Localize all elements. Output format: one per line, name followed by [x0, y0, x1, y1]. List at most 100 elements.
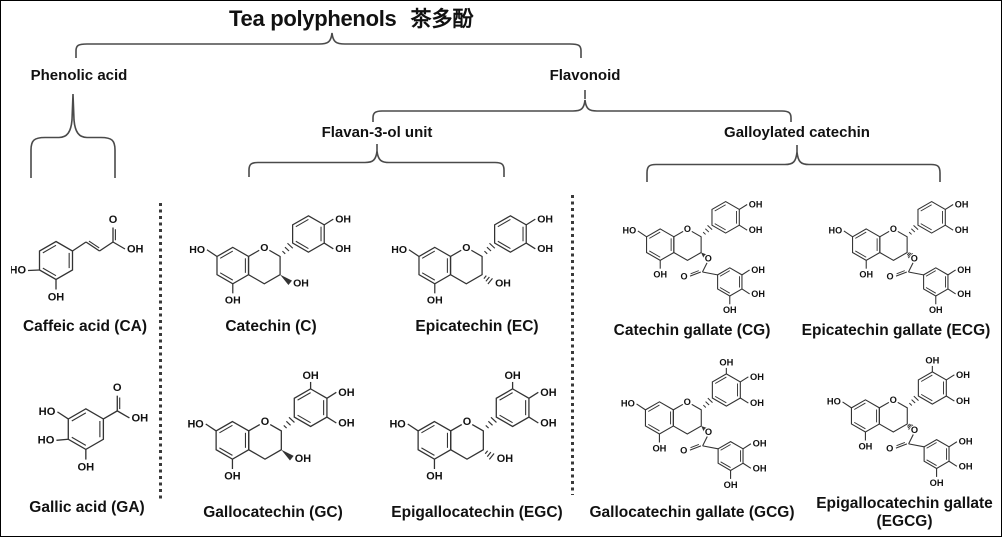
- svg-text:O: O: [113, 382, 122, 394]
- svg-text:OH: OH: [48, 292, 65, 304]
- diagram-title: Tea polyphenols 茶多酚: [229, 3, 473, 33]
- svg-text:OH: OH: [131, 413, 148, 425]
- dotted-separator-right: [571, 195, 574, 495]
- svg-text:O: O: [911, 425, 918, 435]
- svg-text:OH: OH: [293, 278, 309, 290]
- svg-text:OH: OH: [724, 480, 738, 490]
- molecule-label-ca: Caffeic acid (CA): [22, 318, 148, 335]
- svg-text:O: O: [684, 397, 691, 407]
- molecule-label-ecg: Epicatechin gallate (ECG): [801, 322, 991, 339]
- brace-flavan-3-ol: [248, 144, 505, 177]
- svg-text:OH: OH: [749, 199, 763, 209]
- svg-text:OH: OH: [652, 443, 666, 453]
- svg-text:OH: OH: [723, 305, 737, 315]
- svg-text:OH: OH: [426, 470, 442, 482]
- svg-text:OH: OH: [537, 213, 553, 225]
- svg-text:HO: HO: [389, 418, 405, 430]
- svg-text:OH: OH: [955, 199, 969, 209]
- svg-text:OH: OH: [753, 463, 767, 473]
- svg-text:OH: OH: [335, 213, 351, 225]
- svg-text:O: O: [911, 254, 918, 264]
- svg-text:O: O: [109, 214, 118, 226]
- molecule-label-ec: Epicatechin (EC): [415, 318, 539, 335]
- svg-text:OH: OH: [859, 269, 873, 279]
- svg-text:OH: OH: [497, 453, 513, 465]
- svg-text:HO: HO: [623, 226, 637, 236]
- brace-phenolic-acid: [30, 93, 116, 178]
- sub-label-flavan-3-ol-unit: Flavan-3-ol unit: [321, 124, 433, 141]
- branch-label-flavonoid: Flavonoid: [549, 67, 621, 84]
- svg-text:OH: OH: [225, 294, 241, 306]
- dotted-separator-left: [159, 203, 162, 499]
- sub-label-galloylated-catechin: Galloylated catechin: [724, 124, 870, 141]
- svg-text:OH: OH: [77, 462, 94, 474]
- svg-text:HO: HO: [11, 265, 26, 277]
- svg-text:OH: OH: [750, 372, 764, 382]
- svg-text:OH: OH: [335, 243, 351, 255]
- svg-text:O: O: [680, 271, 687, 281]
- molecule-label-egcg: Epigallocatechin gallate (EGCG): [816, 495, 993, 530]
- svg-text:OH: OH: [338, 387, 354, 399]
- svg-text:OH: OH: [930, 478, 944, 488]
- svg-text:HO: HO: [621, 399, 635, 409]
- svg-text:OH: OH: [302, 370, 318, 382]
- svg-text:O: O: [890, 224, 897, 234]
- svg-text:HO: HO: [829, 226, 843, 236]
- svg-text:HO: HO: [187, 418, 203, 430]
- svg-text:OH: OH: [295, 453, 311, 465]
- svg-text:OH: OH: [751, 265, 765, 275]
- svg-text:OH: OH: [427, 294, 443, 306]
- svg-text:OH: OH: [956, 370, 970, 380]
- svg-text:OH: OH: [753, 439, 767, 449]
- svg-text:OH: OH: [540, 417, 556, 429]
- molecule-label-ga: Gallic acid (GA): [29, 499, 145, 516]
- svg-text:OH: OH: [495, 278, 511, 290]
- svg-text:OH: OH: [224, 470, 240, 482]
- svg-text:O: O: [684, 224, 691, 234]
- svg-text:O: O: [886, 271, 893, 281]
- svg-text:OH: OH: [749, 225, 763, 235]
- structure-catechin: OH OH O HO OH OH: [189, 213, 351, 306]
- structure-gallocatechin: OH OH OH O HO OH OH: [187, 370, 354, 482]
- svg-text:HO: HO: [189, 244, 205, 256]
- svg-text:OH: OH: [338, 417, 354, 429]
- classification-braces: [30, 32, 941, 182]
- svg-text:O: O: [462, 242, 470, 254]
- svg-text:OH: OH: [925, 355, 939, 365]
- brace-top: [75, 32, 582, 58]
- svg-text:OH: OH: [959, 437, 973, 447]
- svg-text:OH: OH: [959, 461, 973, 471]
- svg-text:O: O: [463, 416, 471, 428]
- svg-text:OH: OH: [750, 398, 764, 408]
- molecule-label-c: Catechin (C): [225, 318, 317, 335]
- svg-text:OH: OH: [127, 244, 144, 256]
- structure-caffeic-acid: HO OH O OH: [11, 214, 144, 304]
- title-english: Tea polyphenols: [229, 6, 397, 31]
- svg-text:HO: HO: [38, 434, 55, 446]
- title-chinese: 茶多酚: [410, 8, 474, 31]
- svg-text:O: O: [886, 443, 893, 453]
- svg-text:OH: OH: [957, 289, 971, 299]
- svg-text:OH: OH: [719, 357, 733, 367]
- svg-text:O: O: [680, 445, 687, 455]
- svg-text:O: O: [261, 416, 269, 428]
- svg-text:OH: OH: [537, 243, 553, 255]
- svg-text:OH: OH: [653, 269, 667, 279]
- svg-text:OH: OH: [929, 305, 943, 315]
- svg-text:OH: OH: [751, 289, 765, 299]
- svg-text:O: O: [260, 242, 268, 254]
- svg-text:HO: HO: [39, 406, 56, 418]
- molecule-label-cg: Catechin gallate (CG): [613, 322, 771, 339]
- svg-text:OH: OH: [957, 265, 971, 275]
- svg-text:HO: HO: [827, 397, 841, 407]
- svg-text:OH: OH: [540, 387, 556, 399]
- branch-label-phenolic-acid: Phenolic acid: [30, 67, 128, 84]
- brace-flavonoid: [372, 90, 792, 122]
- svg-text:O: O: [705, 254, 712, 264]
